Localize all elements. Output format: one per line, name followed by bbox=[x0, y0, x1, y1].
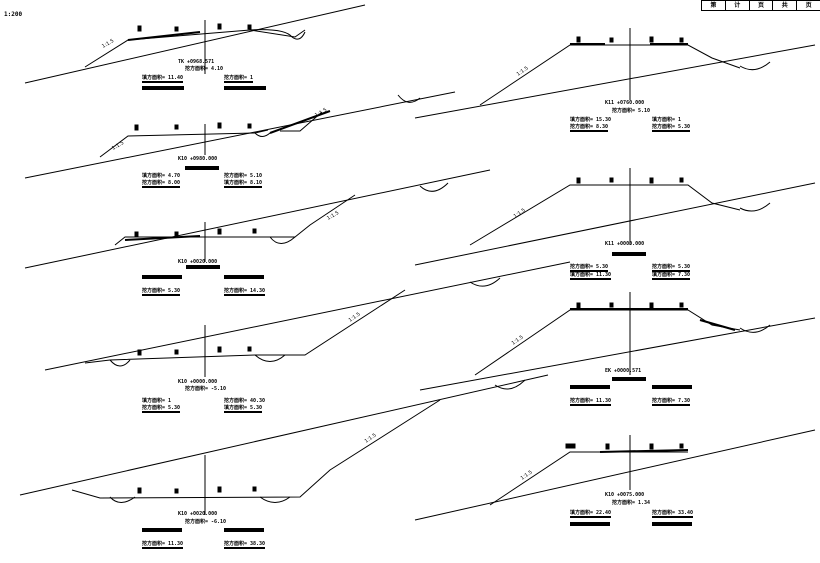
area-bar bbox=[224, 275, 264, 279]
area-bar bbox=[224, 86, 266, 90]
area-bar bbox=[612, 377, 646, 381]
area-bar bbox=[570, 522, 610, 526]
slope-label: 1:1.5 bbox=[314, 107, 328, 119]
left-area-label: 填方面积= 1 bbox=[142, 398, 172, 404]
cross-section-5 bbox=[19, 374, 549, 515]
area-sub-label: 挖方面积= 1.34 bbox=[612, 500, 651, 506]
left-area-label-2: 填方面积= 11.30 bbox=[570, 272, 612, 280]
station-label: K10 +0020.000 bbox=[178, 511, 218, 517]
cross-section-7 bbox=[414, 168, 816, 266]
slope-label: 1:1.5 bbox=[520, 469, 534, 481]
right-area-label: 挖方面积= 7.30 bbox=[652, 398, 691, 406]
area-bar bbox=[142, 528, 182, 532]
right-area-label: 填方面积= 1 bbox=[652, 117, 682, 123]
right-area-label-2: 填方面积= 7.30 bbox=[652, 272, 691, 280]
slope-label: 1:1.5 bbox=[516, 65, 530, 77]
right-area-label-2: 填方面积= 5.30 bbox=[224, 405, 263, 413]
slope-label: 1:1.5 bbox=[326, 210, 340, 222]
area-bar bbox=[570, 385, 610, 389]
area-sub-label: 挖方面积= -6.10 bbox=[185, 519, 227, 525]
station-label: K10 +0020.000 bbox=[178, 259, 218, 265]
right-area-label: 挖方面积= 40.30 bbox=[224, 398, 266, 404]
area-bar bbox=[652, 385, 692, 389]
slope-label: 1:1.5 bbox=[348, 311, 362, 323]
cross-section-9 bbox=[414, 429, 816, 521]
left-area-label: 填方面积= 4.70 bbox=[142, 173, 181, 179]
area-bar bbox=[185, 166, 219, 170]
header-cell: 第 bbox=[702, 1, 726, 10]
left-area-label: 填方面积= 15.30 bbox=[570, 117, 612, 123]
left-area-label-2: 挖方面积= 8.00 bbox=[142, 180, 181, 188]
slope-label: 1:1.5 bbox=[513, 207, 527, 219]
area-bar bbox=[186, 265, 220, 269]
area-sub-label: 挖方面积= 5.10 bbox=[612, 108, 651, 114]
right-area-label: 挖方面积= 1 bbox=[224, 75, 254, 83]
area-bar bbox=[142, 275, 182, 279]
station-label: K11 +0000.000 bbox=[605, 241, 645, 247]
area-sub-label: 挖方面积= -5.10 bbox=[185, 386, 227, 392]
station-label: K10 +0980.000 bbox=[178, 156, 218, 162]
right-area-label: 挖方面积= 5.30 bbox=[652, 264, 691, 272]
cross-section-8 bbox=[419, 292, 816, 391]
drawing-scale: 1:200 bbox=[4, 11, 23, 18]
area-bar bbox=[612, 252, 646, 256]
left-area-label-2: 挖方面积= 5.30 bbox=[142, 405, 181, 413]
area-bar bbox=[652, 522, 692, 526]
left-area-label: 挖方面积= 5.30 bbox=[142, 288, 181, 296]
right-area-label-2: 填方面积= 8.10 bbox=[224, 180, 263, 188]
right-area-label: 挖方面积= 5.10 bbox=[224, 173, 263, 179]
right-area-label: 挖方面积= 14.30 bbox=[224, 288, 266, 296]
left-area-label-2: 挖方面积= 8.30 bbox=[570, 124, 609, 132]
area-bar bbox=[142, 86, 184, 90]
station-label: K10 +0075.000 bbox=[605, 492, 645, 498]
header-cell: 页 bbox=[750, 1, 774, 10]
station-label: K11 +0760.000 bbox=[605, 100, 645, 106]
cross-section-2 bbox=[24, 91, 456, 179]
slope-label: 1:1.5 bbox=[511, 334, 525, 346]
area-bar bbox=[224, 528, 264, 532]
header-cell: 共 bbox=[773, 1, 798, 10]
left-area-label: 挖方面积= 11.30 bbox=[570, 398, 612, 406]
area-sub-label: 挖方面积= 4.10 bbox=[185, 66, 224, 72]
left-area-label: 挖方面积= 11.30 bbox=[142, 541, 184, 549]
right-area-label-2: 挖方面积= 5.30 bbox=[652, 124, 691, 132]
cross-section-6 bbox=[414, 28, 816, 119]
page-header-table: 第 计 页 共 页 bbox=[701, 0, 820, 11]
right-area-label: 挖方面积= 38.30 bbox=[224, 541, 266, 549]
header-cell: 计 bbox=[726, 1, 750, 10]
station-label: TK +0968.571 bbox=[178, 59, 215, 65]
cross-section-4 bbox=[44, 261, 571, 377]
slope-label: 1:1.5 bbox=[364, 432, 378, 444]
left-area-label: 挖方面积= 5.30 bbox=[570, 264, 609, 272]
cross-section-3 bbox=[24, 169, 491, 269]
slope-label: 1:1.5 bbox=[101, 38, 115, 50]
slope-label: 1:1.5 bbox=[111, 140, 125, 152]
cross-section-1 bbox=[24, 4, 366, 84]
station-label: EK +0000.571 bbox=[605, 368, 642, 374]
header-cell: 页 bbox=[797, 1, 820, 10]
left-area-label: 填方面积= 22.40 bbox=[570, 510, 612, 518]
station-label: K10 +0000.000 bbox=[178, 379, 218, 385]
left-area-label: 填方面积= 11.40 bbox=[142, 75, 184, 83]
right-area-label: 挖方面积= 33.40 bbox=[652, 510, 694, 518]
